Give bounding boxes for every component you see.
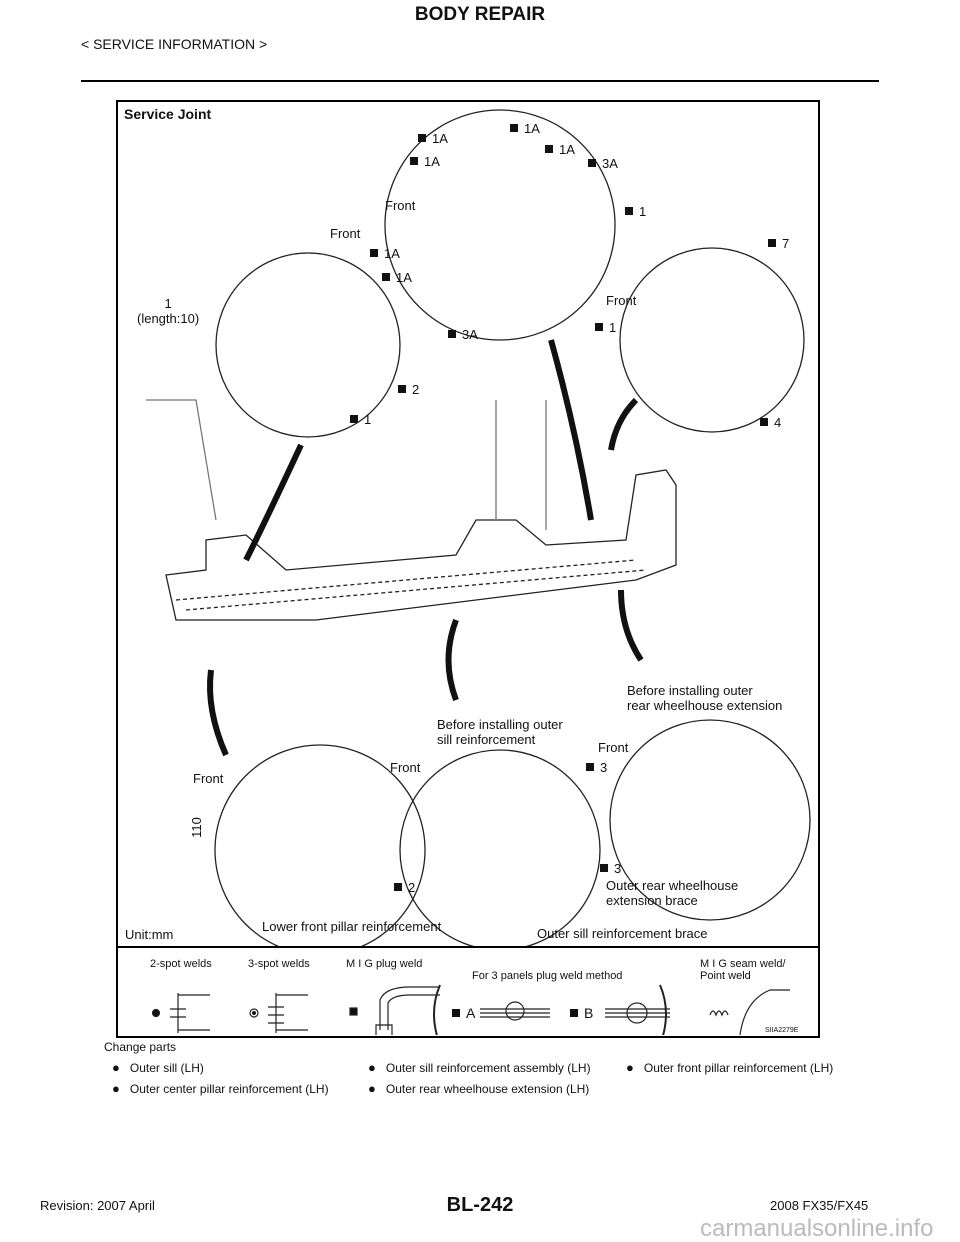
revision-label: Revision: 2007 April [40, 1198, 155, 1213]
arrow-center [548, 339, 594, 521]
weld-label: 1A [410, 154, 440, 169]
front-label: Front [598, 740, 629, 755]
weld-label: 3 [586, 760, 607, 775]
weld-label: 1A [418, 131, 448, 146]
section-label: < SERVICE INFORMATION > [81, 36, 268, 52]
note-rear-wheelhouse: Before installing outer rear wheelhouse … [627, 683, 783, 713]
weld-label: 1A [370, 246, 400, 261]
mig-torch-icon [375, 986, 440, 1035]
legend-divider [116, 946, 820, 948]
figure-code: SIIA2279E [765, 1027, 799, 1034]
front-label: Front [385, 198, 416, 213]
three-spot-gun-icon [268, 993, 308, 1033]
front-label: Front [390, 760, 421, 775]
header-rule [81, 80, 879, 82]
three-spot-icon [249, 1008, 259, 1018]
weld-label: 3A [448, 327, 478, 342]
body-structure-lines [146, 399, 547, 530]
page-title: BODY REPAIR [414, 4, 546, 25]
watermark: carmanualsonline.info [700, 1215, 934, 1242]
pillar-reinforcement-label: Lower front pillar reinforcement [262, 919, 442, 934]
spot-weld-icon [151, 1008, 161, 1018]
seam-weld-icon [709, 989, 790, 1035]
legend-a: A [452, 1005, 475, 1021]
weld-label: 3 [600, 861, 621, 876]
change-part-item: Outer sill (LH) [112, 1060, 204, 1075]
figure-title: Service Joint [124, 106, 212, 122]
body-diagram [146, 109, 811, 946]
two-spot-icon [170, 993, 210, 1033]
change-part-item: Outer sill reinforcement assembly (LH) [368, 1060, 591, 1075]
plug-b-icon [626, 1002, 648, 1024]
plug-a-icon [505, 1001, 525, 1021]
page-number: BL-242 [446, 1194, 514, 1216]
weld-label: 2 [398, 382, 419, 397]
weld-label: 2 [394, 880, 415, 895]
arrow-down-left [207, 669, 229, 757]
arrow-down-center [445, 618, 459, 702]
legend-b: B [570, 1005, 593, 1021]
change-parts-title: Change parts [104, 1040, 177, 1054]
model-label: 2008 FX35/FX45 [770, 1198, 869, 1213]
seam-weld-label: 1 (length:10) [137, 296, 200, 326]
panel-lines-icon [480, 1008, 670, 1018]
detail-circle-left [215, 252, 401, 438]
detail-circle-bottom-left [214, 744, 426, 946]
note-sill-reinforcement: Before installing outer sill reinforceme… [437, 717, 563, 747]
legend-2spot: 2-spot welds [150, 958, 212, 970]
front-label: Front [606, 293, 637, 308]
detail-circle-top [384, 109, 616, 341]
unit-label: Unit:mm [125, 927, 174, 942]
weld-label: 1 [595, 320, 616, 335]
change-part-item: Outer rear wheelhouse extension (LH) [368, 1081, 589, 1096]
legend-mig-plug: M I G plug weld [346, 958, 423, 970]
bracket-icon [433, 984, 667, 1035]
plug-weld-icon [349, 1007, 358, 1016]
change-part-item: Outer center pillar reinforcement (LH) [112, 1081, 329, 1096]
detail-circle-right [619, 247, 805, 433]
weld-label: 1 [350, 412, 371, 427]
front-label: Front [193, 771, 224, 786]
weld-label: 1A [545, 142, 575, 157]
three-spot-center-icon [251, 1010, 257, 1016]
arrow-down-right [618, 589, 644, 662]
change-part-item: Outer front pillar reinforcement (LH) [626, 1060, 833, 1075]
weld-label: 4 [760, 415, 781, 430]
detail-circle-bottom-center [399, 749, 601, 946]
legend-mig-seam: M I G seam weld/ Point weld [700, 958, 786, 982]
sill-brace-label: Outer sill reinforcement brace [537, 926, 708, 941]
weld-label: 3A [588, 156, 618, 171]
legend-3spot: 3-spot welds [248, 958, 310, 970]
weld-label: 1 [625, 204, 646, 219]
brace-label: Outer rear wheelhouse extension brace [606, 878, 739, 908]
legend-3-panels: For 3 panels plug weld method [472, 970, 623, 982]
outer-sill-shape [165, 469, 677, 621]
service-joint-figure [116, 100, 820, 1038]
sill-weld-line [175, 559, 647, 611]
arrow-right [608, 397, 639, 451]
front-label: Front [330, 226, 361, 241]
detail-circle-bottom-right [609, 719, 811, 921]
weld-label: 7 [768, 236, 789, 251]
arrow-left [243, 443, 304, 562]
legend-symbols [151, 984, 790, 1035]
weld-label: 1A [510, 121, 540, 136]
weld-label: 1A [382, 270, 412, 285]
dimension-label: 110 [188, 817, 204, 838]
